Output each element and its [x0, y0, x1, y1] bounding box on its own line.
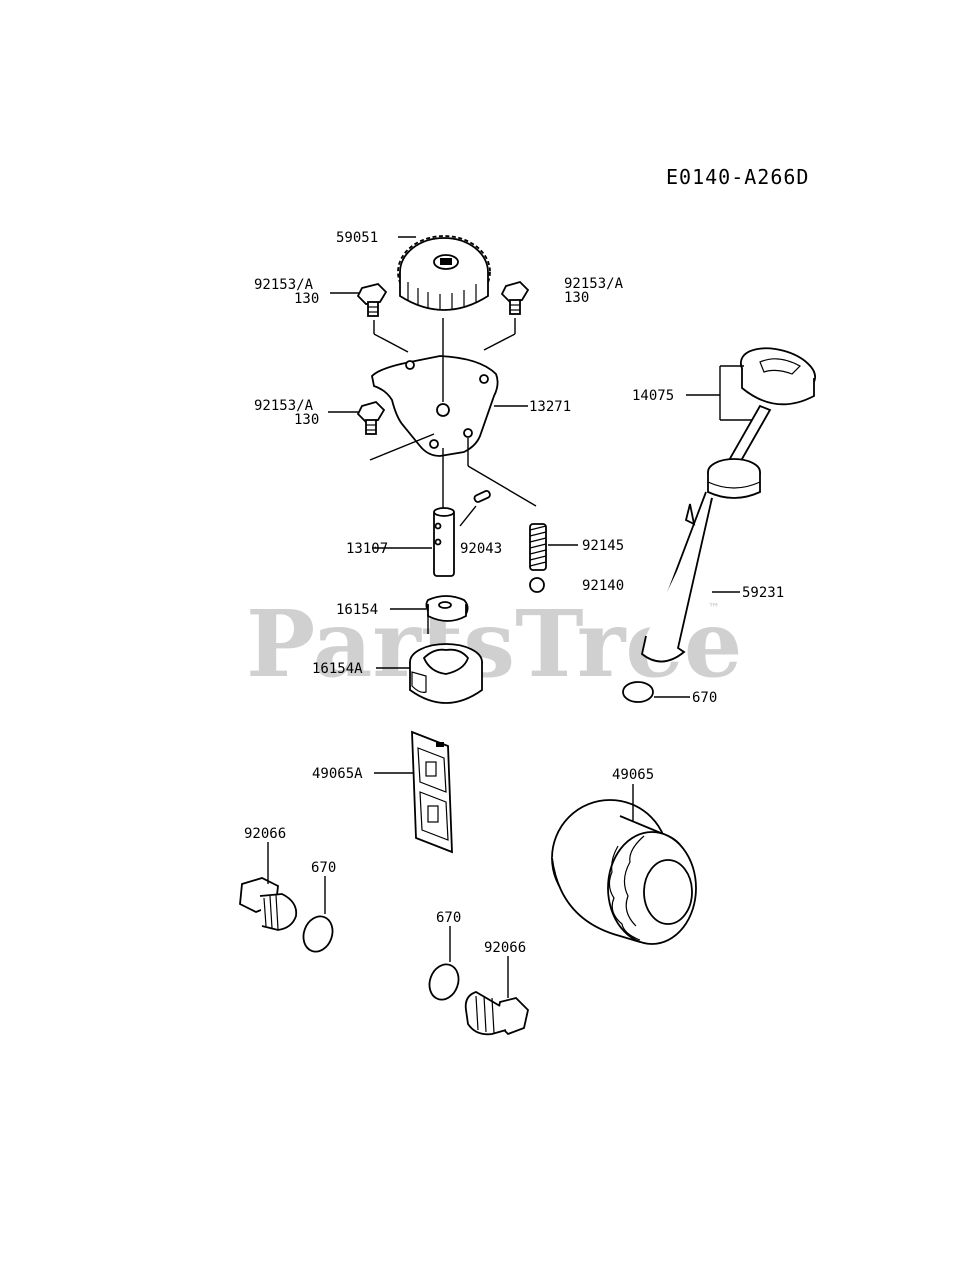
pump-cover-plate[interactable] — [371, 355, 499, 457]
bolt-top-right[interactable] — [500, 280, 530, 315]
label-screen[interactable]: 49065A — [312, 766, 363, 782]
label-ball[interactable]: 92140 — [582, 578, 624, 594]
label-dipstick-tube[interactable]: 59231 — [742, 585, 784, 601]
label-oring-tube[interactable]: 670 — [692, 690, 717, 706]
watermark-trademark: ™ — [708, 601, 720, 615]
label-shaft[interactable]: 13107 — [346, 541, 388, 557]
label-oring-left[interactable]: 670 — [311, 860, 336, 876]
outer-rotor[interactable] — [409, 643, 483, 704]
label-bolt-mid-left-part[interactable]: 92153/A — [254, 398, 314, 414]
oring-tube-part[interactable] — [622, 681, 654, 703]
label-plug-center[interactable]: 92066 — [484, 940, 526, 956]
label-bolt-top-right-qty[interactable]: 130 — [564, 290, 589, 306]
label-outer-rotor[interactable]: 16154A — [312, 661, 363, 677]
label-pin[interactable]: 92043 — [460, 541, 502, 557]
inner-rotor[interactable] — [425, 595, 469, 622]
label-bolt-top-left-part[interactable]: 92153/A — [254, 277, 314, 293]
label-inner-rotor[interactable]: 16154 — [336, 602, 378, 618]
oring-center-part[interactable] — [425, 960, 464, 1003]
label-gear[interactable]: 59051 — [336, 230, 378, 246]
leader-pin — [459, 505, 477, 527]
gear-part[interactable] — [397, 235, 491, 311]
pump-shaft[interactable] — [433, 507, 455, 577]
oring-left-part[interactable] — [299, 912, 338, 955]
label-spring[interactable]: 92145 — [582, 538, 624, 554]
bolt-mid-left[interactable] — [356, 400, 386, 435]
leader-bolt-mid-left-b — [369, 433, 435, 461]
label-bolt-top-left-qty[interactable]: 130 — [294, 291, 319, 307]
drain-plug-left[interactable] — [239, 877, 298, 931]
label-plug-left[interactable]: 92066 — [244, 826, 286, 842]
leader-bolt-top-right-b — [483, 333, 516, 351]
oil-filter[interactable] — [551, 799, 697, 945]
oil-screen[interactable] — [411, 730, 453, 854]
pin-part[interactable] — [473, 489, 491, 503]
diagram-code: E0140-A266D — [666, 165, 809, 189]
label-bolt-top-right-part[interactable]: 92153/A — [564, 276, 624, 292]
leader-spring-b — [467, 465, 537, 507]
label-plate[interactable]: 13271 — [529, 399, 571, 415]
bolt-top-left[interactable] — [356, 283, 388, 317]
label-oil-filter[interactable]: 49065 — [612, 767, 654, 783]
leader-bolt-top-left-b — [373, 333, 409, 353]
drain-plug-center[interactable] — [464, 991, 529, 1036]
ball-part[interactable] — [529, 577, 545, 593]
label-bolt-mid-left-qty[interactable]: 130 — [294, 412, 319, 428]
label-dipstick[interactable]: 14075 — [632, 388, 674, 404]
dipstick-tube[interactable] — [640, 458, 761, 663]
spring-part[interactable] — [529, 523, 547, 571]
label-oring-center[interactable]: 670 — [436, 910, 461, 926]
